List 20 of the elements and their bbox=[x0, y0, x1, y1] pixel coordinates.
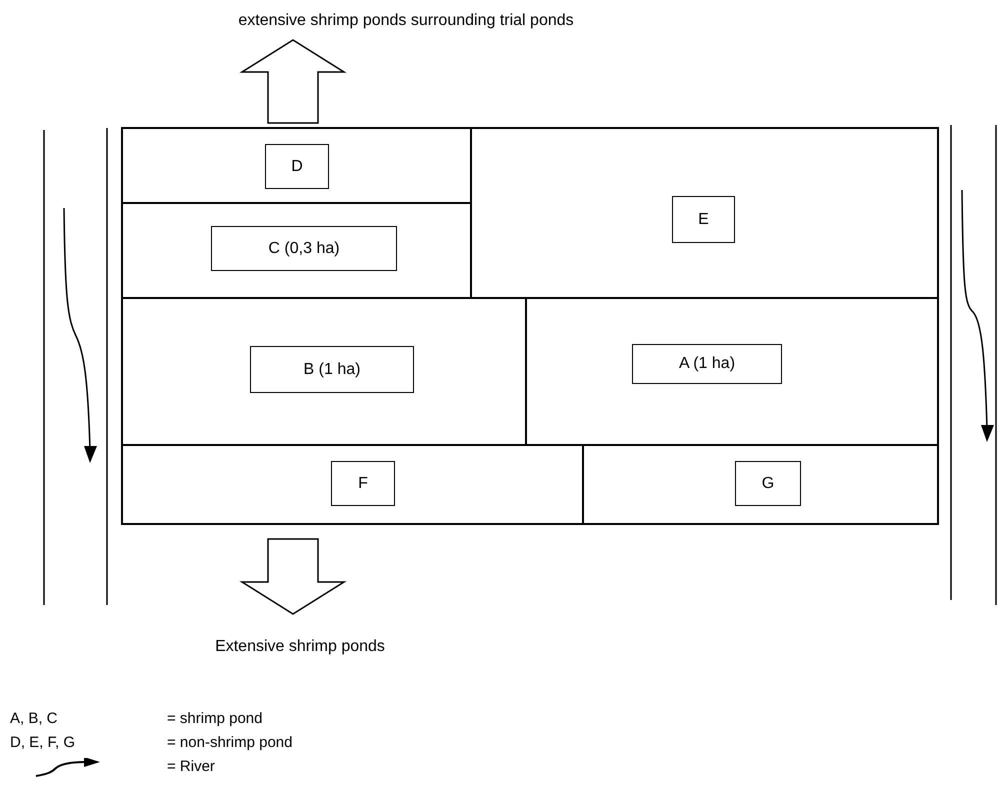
block-arrow bbox=[239, 538, 347, 615]
pond-plot bbox=[121, 127, 472, 204]
caption-text: extensive shrimp ponds surrounding trial ponds bbox=[146, 8, 666, 34]
legend-text: = shrimp pond bbox=[167, 709, 264, 729]
legend-text: D, E, F, G bbox=[10, 733, 76, 753]
pond-plot bbox=[121, 444, 584, 525]
legend-text: = River bbox=[167, 757, 216, 777]
pond-label-box: B (1 ha) bbox=[250, 346, 414, 393]
legend-text: A, B, C bbox=[10, 709, 59, 729]
pond-label-box: A (1 ha) bbox=[632, 344, 782, 384]
pond-label-box: G bbox=[735, 461, 801, 506]
pond-label-box: F bbox=[331, 461, 395, 506]
pond-label-box: E bbox=[672, 196, 735, 243]
pond-label-box: D bbox=[265, 144, 329, 189]
pond-plot bbox=[582, 444, 939, 525]
caption-text: Extensive shrimp ponds bbox=[170, 634, 430, 660]
pond-plot bbox=[470, 127, 939, 299]
legend-text: = non-shrimp pond bbox=[167, 733, 292, 753]
block-arrow bbox=[239, 39, 347, 124]
pond-label-box: C (0,3 ha) bbox=[211, 226, 397, 271]
